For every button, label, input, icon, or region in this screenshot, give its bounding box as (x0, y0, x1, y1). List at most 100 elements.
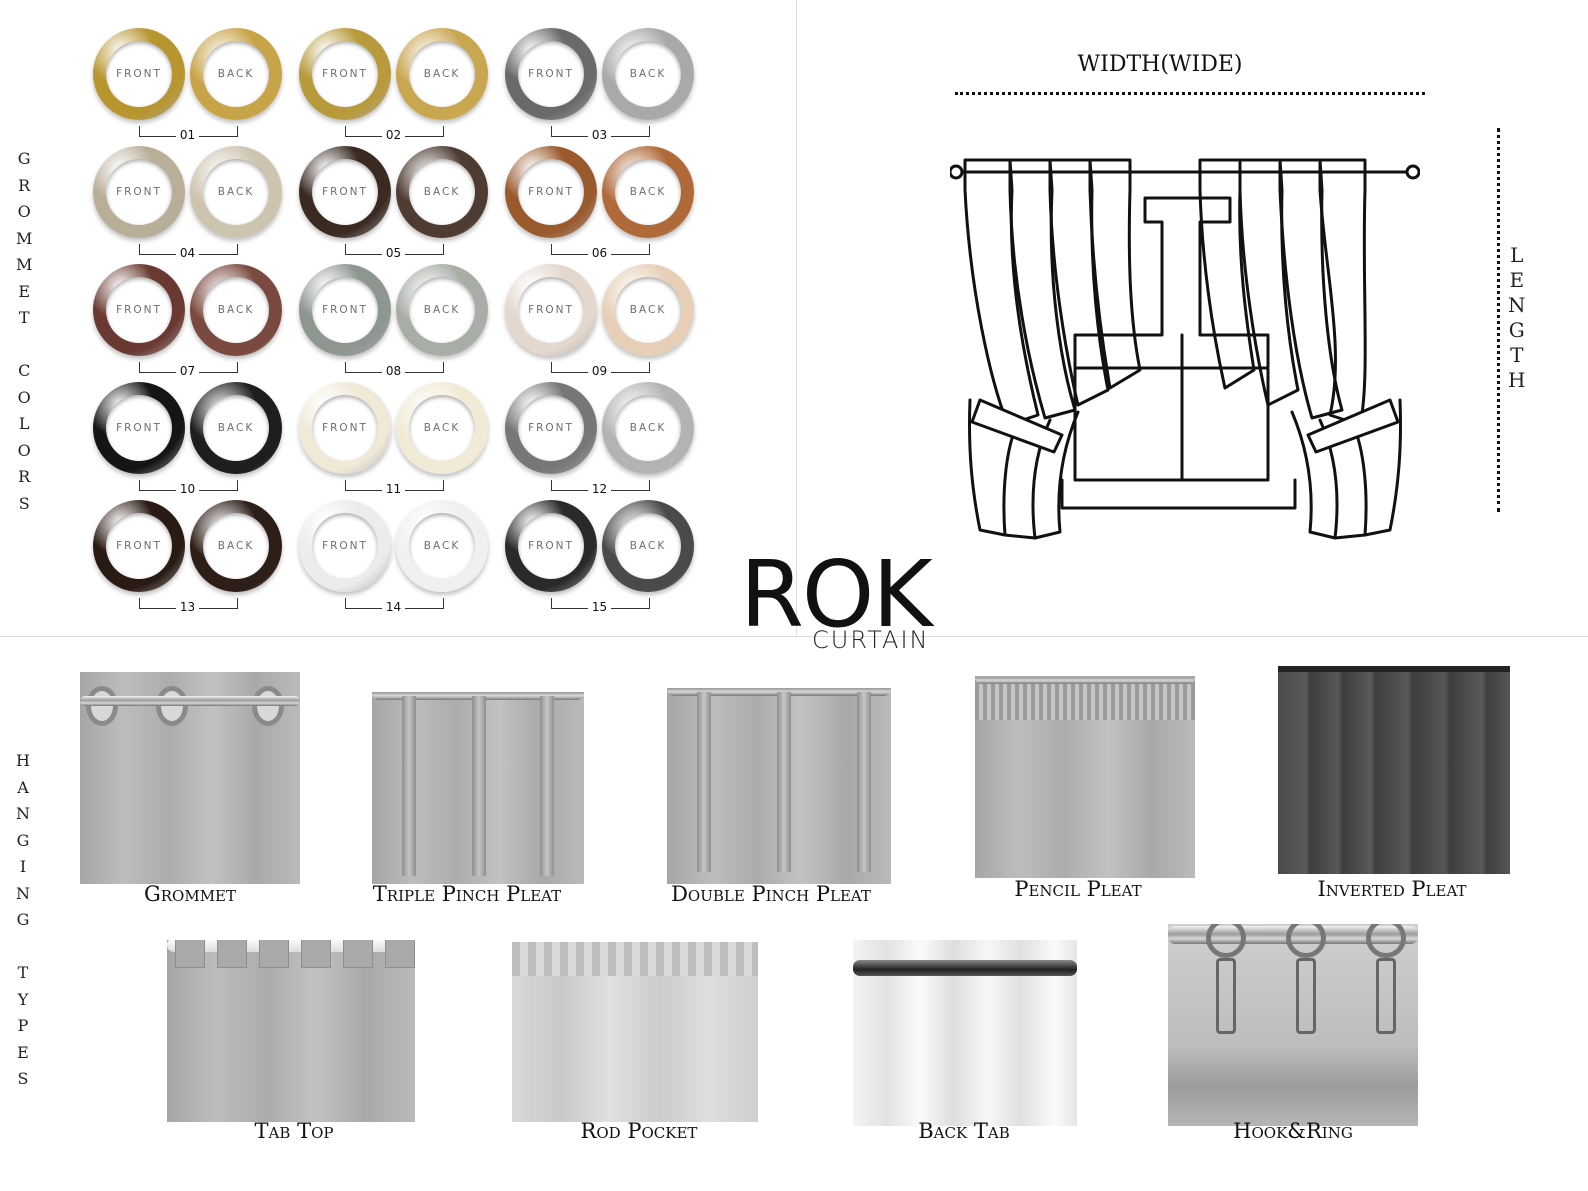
swatch-number: 12 (587, 482, 612, 496)
grommet-front-ring: FRONT (299, 28, 391, 120)
swatch-number: 15 (587, 600, 612, 614)
grommet-front-label: FRONT (116, 186, 162, 198)
grommet-back-ring: BACK (602, 146, 694, 238)
grommet-swatch-10: FRONT BACK 10 (93, 382, 293, 500)
grommet-back-ring: BACK (396, 264, 488, 356)
grommet-back-ring: BACK (396, 500, 488, 592)
grommet-front-label: FRONT (116, 68, 162, 80)
grommet-swatch-08: FRONT BACK 08 (299, 264, 499, 382)
grommet-front-ring: FRONT (93, 146, 185, 238)
grommet-back-label: BACK (423, 186, 461, 198)
grommet-front-label: FRONT (322, 304, 368, 316)
width-dimension-line (955, 92, 1425, 95)
hanging-type-caption: Grommet (143, 882, 237, 906)
grommet-front-label: FRONT (528, 422, 574, 434)
grommet-front-ring: FRONT (505, 500, 597, 592)
grommet-back-label: BACK (423, 304, 461, 316)
grommet-front-ring: FRONT (299, 500, 391, 592)
swatch-number: 13 (175, 600, 200, 614)
swatch-number: 06 (587, 246, 612, 260)
grommet-front-label: FRONT (528, 304, 574, 316)
grommet-back-label: BACK (629, 422, 667, 434)
section-divider-vertical (796, 0, 797, 636)
grommet-back-label: BACK (629, 186, 667, 198)
grommet-front-ring: FRONT (299, 382, 391, 474)
grommet-front-label: FRONT (116, 540, 162, 552)
grommet-front-ring: FRONT (93, 28, 185, 120)
rok-logo: ROK (740, 541, 933, 648)
grommet-swatch-15: FRONT BACK 15 (505, 500, 705, 618)
swatch-number: 08 (381, 364, 406, 378)
grommet-front-ring: FRONT (505, 382, 597, 474)
grommet-front-label: FRONT (116, 422, 162, 434)
hanging-type-caption: Inverted Pleat (1317, 877, 1467, 901)
curtain-window-illustration (950, 158, 1420, 540)
grommet-front-label: FRONT (322, 186, 368, 198)
grommet-back-ring: BACK (602, 382, 694, 474)
grommet-swatch-06: FRONT BACK 06 (505, 146, 705, 264)
length-dimension-line (1497, 128, 1500, 512)
hanging-type-photo (167, 940, 415, 1122)
section-divider-horizontal (0, 636, 1588, 637)
grommet-back-ring: BACK (602, 264, 694, 356)
grommet-front-label: FRONT (528, 540, 574, 552)
grommet-back-label: BACK (629, 540, 667, 552)
hanging-type-caption: Hook&Ring (1233, 1119, 1353, 1143)
grommet-front-label: FRONT (322, 422, 368, 434)
hanging-type-caption: Rod Pocket (580, 1119, 698, 1143)
grommet-front-label: FRONT (116, 304, 162, 316)
grommet-front-ring: FRONT (505, 146, 597, 238)
grommet-swatch-11: FRONT BACK 11 (299, 382, 499, 500)
hanging-type-photo (667, 688, 891, 884)
grommet-back-label: BACK (217, 540, 255, 552)
grommet-front-ring: FRONT (505, 264, 597, 356)
grommet-back-ring: BACK (602, 28, 694, 120)
hanging-type-photo (1278, 666, 1510, 874)
width-label: WIDTH(WIDE) (1077, 52, 1243, 77)
swatch-number: 09 (587, 364, 612, 378)
grommet-swatch-01: FRONT BACK 01 (93, 28, 293, 146)
hanging-type-caption: Back Tab (918, 1119, 1010, 1143)
hanging-type-caption: Triple Pinch Pleat (372, 882, 562, 906)
grommet-back-ring: BACK (190, 500, 282, 592)
curtain-logo-subtext: CURTAIN (812, 626, 930, 654)
hanging-type-photo (80, 672, 300, 884)
grommet-front-label: FRONT (528, 186, 574, 198)
grommet-front-label: FRONT (322, 540, 368, 552)
grommet-back-label: BACK (217, 68, 255, 80)
hanging-type-caption: Tab Top (254, 1119, 334, 1143)
swatch-number: 11 (381, 482, 406, 496)
grommet-back-ring: BACK (190, 28, 282, 120)
hanging-type-caption: Pencil Pleat (1014, 877, 1142, 901)
hanging-type-photo (372, 692, 584, 884)
grommet-back-label: BACK (217, 304, 255, 316)
grommet-back-label: BACK (629, 304, 667, 316)
swatch-number: 02 (381, 128, 406, 142)
grommet-back-label: BACK (217, 422, 255, 434)
grommet-back-label: BACK (423, 540, 461, 552)
grommet-back-ring: BACK (190, 146, 282, 238)
swatch-number: 10 (175, 482, 200, 496)
hanging-type-photo (1168, 924, 1418, 1126)
grommet-swatch-05: FRONT BACK 05 (299, 146, 499, 264)
grommet-front-ring: FRONT (299, 264, 391, 356)
grommet-swatch-09: FRONT BACK 09 (505, 264, 705, 382)
grommet-swatch-12: FRONT BACK 12 (505, 382, 705, 500)
grommet-front-ring: FRONT (93, 264, 185, 356)
swatch-number: 05 (381, 246, 406, 260)
swatch-number: 01 (175, 128, 200, 142)
grommet-back-ring: BACK (396, 382, 488, 474)
grommet-front-ring: FRONT (93, 382, 185, 474)
grommet-back-label: BACK (629, 68, 667, 80)
grommet-back-ring: BACK (190, 382, 282, 474)
grommet-front-ring: FRONT (505, 28, 597, 120)
grommet-front-label: FRONT (322, 68, 368, 80)
